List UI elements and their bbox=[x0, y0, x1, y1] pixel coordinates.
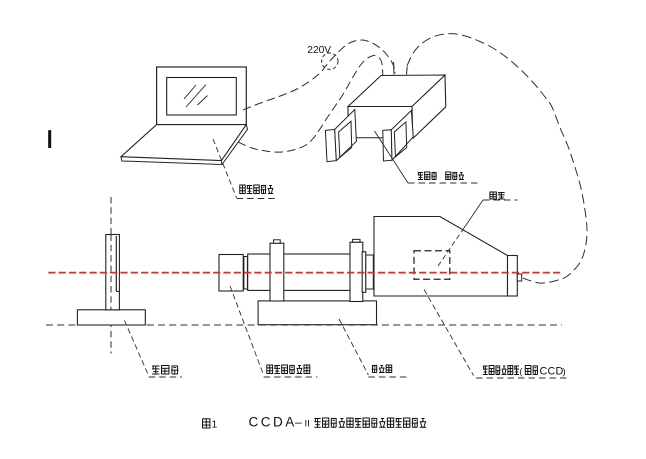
svg-text:CCD: CCD bbox=[540, 366, 564, 378]
svg-text:CCDA: CCDA bbox=[249, 415, 297, 430]
svg-text:): ) bbox=[563, 367, 566, 378]
svg-text:(: ( bbox=[520, 367, 523, 377]
svg-text:1: 1 bbox=[212, 419, 218, 431]
svg-text:220V: 220V bbox=[307, 45, 331, 56]
svg-text:–: – bbox=[295, 415, 302, 429]
svg-text:II: II bbox=[305, 419, 310, 430]
